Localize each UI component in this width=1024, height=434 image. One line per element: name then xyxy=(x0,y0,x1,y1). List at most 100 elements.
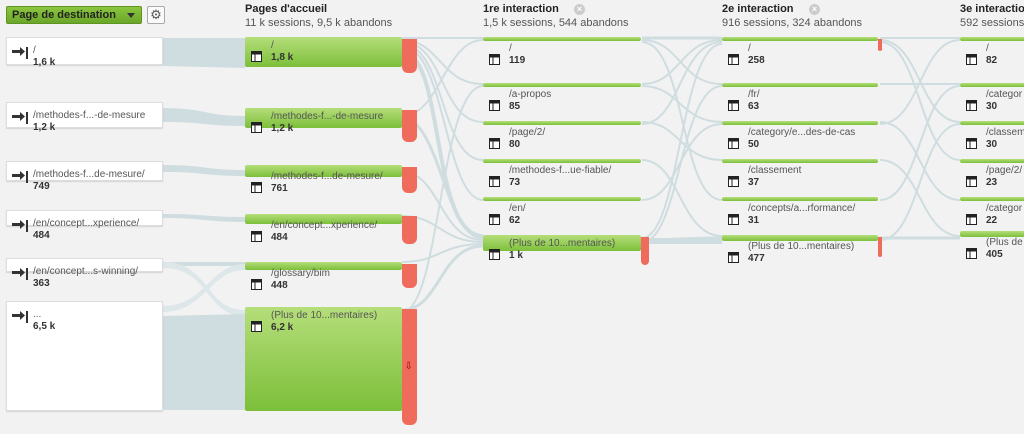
page-node-count: 37 xyxy=(748,177,760,188)
close-column-2-icon[interactable]: × xyxy=(809,4,820,15)
page-node[interactable] xyxy=(245,37,417,73)
traffic-bar xyxy=(960,83,1024,87)
page-node[interactable] xyxy=(960,121,1024,125)
page-node-label: /methodes-f...-de-mesure xyxy=(271,111,384,122)
flow-band xyxy=(163,314,245,410)
dimension-select[interactable]: Page de destination xyxy=(6,6,142,24)
drop-off-bar[interactable] xyxy=(641,237,649,265)
source-node[interactable]: /1,6 k xyxy=(6,37,163,68)
drop-off-bar[interactable]: ⇩ xyxy=(402,309,417,425)
entry-arrow-icon xyxy=(11,267,29,281)
page-node-label: / xyxy=(986,43,989,54)
page-node[interactable] xyxy=(722,235,882,257)
page-node[interactable] xyxy=(245,262,417,288)
page-node-count: 477 xyxy=(748,253,765,264)
page-icon xyxy=(251,180,262,193)
traffic-bar xyxy=(722,235,878,241)
traffic-bar xyxy=(245,214,402,224)
source-label: / xyxy=(33,45,36,56)
page-node-count: 30 xyxy=(986,101,998,112)
page-node[interactable] xyxy=(960,159,1024,163)
page-node[interactable] xyxy=(483,37,649,41)
page-icon xyxy=(728,212,739,225)
page-node[interactable]: ⇩ xyxy=(245,307,417,425)
page-node[interactable] xyxy=(960,231,1024,237)
page-node[interactable] xyxy=(245,108,417,142)
flow-band xyxy=(163,262,245,316)
page-icon xyxy=(728,98,739,111)
page-node[interactable] xyxy=(960,37,1024,41)
page-node[interactable] xyxy=(722,37,882,51)
page-node[interactable] xyxy=(483,121,649,125)
column-subtitle-interaction-1: 1,5 k sessions, 544 abandons xyxy=(483,17,629,29)
drop-off-bar[interactable] xyxy=(878,237,882,257)
page-node[interactable] xyxy=(722,121,882,125)
page-node[interactable] xyxy=(960,83,1024,87)
traffic-bar xyxy=(483,83,641,87)
page-node-label: / xyxy=(509,43,512,54)
page-node[interactable] xyxy=(483,83,649,87)
source-count: 749 xyxy=(33,181,50,192)
drop-off-bar[interactable] xyxy=(402,216,417,244)
page-node[interactable] xyxy=(722,197,882,201)
source-label: /methodes-f...de-mesure/ xyxy=(33,169,145,180)
settings-button[interactable]: ⚙ xyxy=(147,6,165,24)
flow-band xyxy=(163,264,245,312)
page-node-label: (Plus de 10...mentaires) xyxy=(271,310,378,321)
page-node-count: 23 xyxy=(986,177,998,188)
page-node-count: 1 k xyxy=(509,250,523,261)
page-node-label: / xyxy=(271,40,274,51)
page-node[interactable] xyxy=(483,197,649,201)
page-node-count: 761 xyxy=(271,183,288,194)
flow-band xyxy=(163,108,245,126)
page-node[interactable] xyxy=(722,159,882,163)
source-node[interactable]: ...6,5 k xyxy=(6,301,163,411)
source-node[interactable]: /methodes-f...de-mesure/749 xyxy=(6,161,163,192)
column-subtitle-interaction-3: 592 sessions, xyxy=(960,17,1024,29)
page-node-count: 73 xyxy=(509,177,521,188)
page-node-count: 1,8 k xyxy=(271,52,294,63)
page-node-label: /concepts/a...rformance/ xyxy=(748,203,856,214)
page-icon xyxy=(251,49,262,62)
source-node[interactable]: /en/concept...s-winning/363 xyxy=(6,258,163,289)
page-icon xyxy=(966,246,977,259)
page-node[interactable] xyxy=(722,83,882,87)
traffic-bar xyxy=(245,165,402,177)
page-node[interactable] xyxy=(483,235,649,265)
close-column-1-icon[interactable]: × xyxy=(574,4,585,15)
page-node-count: 448 xyxy=(271,280,288,291)
drop-off-bar[interactable] xyxy=(402,264,417,288)
traffic-bar xyxy=(960,231,1024,237)
page-node[interactable] xyxy=(960,197,1024,201)
source-label: ... xyxy=(33,309,42,320)
entry-arrow-icon xyxy=(11,111,29,125)
column-title-landing: Pages d'accueil xyxy=(245,3,328,15)
column-title-interaction-1: 1re interaction xyxy=(483,3,559,15)
page-node[interactable] xyxy=(483,159,649,163)
page-node-label: /methodes-f...ue-fiable/ xyxy=(509,165,612,176)
page-node[interactable] xyxy=(245,214,417,244)
drop-off-bar[interactable] xyxy=(402,167,417,193)
page-icon xyxy=(966,52,977,65)
page-node-label: /en/ xyxy=(509,203,526,214)
page-icon xyxy=(728,250,739,263)
source-count: 1,2 k xyxy=(33,122,56,133)
page-node[interactable] xyxy=(245,165,417,193)
page-icon xyxy=(489,136,500,149)
entry-arrow-icon xyxy=(11,170,29,184)
page-node-label: (Plus de 10...mentaires) xyxy=(509,238,616,249)
drop-off-bar[interactable] xyxy=(402,39,417,73)
page-node-label: /classem xyxy=(986,127,1024,138)
page-icon xyxy=(489,212,500,225)
source-node[interactable]: /en/concept...xperience/484 xyxy=(6,210,163,241)
drop-off-bar[interactable] xyxy=(878,39,882,51)
flow-band xyxy=(642,238,722,244)
page-node-count: 119 xyxy=(509,55,526,66)
drop-off-bar[interactable] xyxy=(402,110,417,142)
flow-lines-2 xyxy=(641,36,723,243)
page-icon xyxy=(728,174,739,187)
page-icon xyxy=(251,229,262,242)
page-node-label: /page/2/ xyxy=(509,127,546,138)
traffic-bar xyxy=(483,121,641,125)
